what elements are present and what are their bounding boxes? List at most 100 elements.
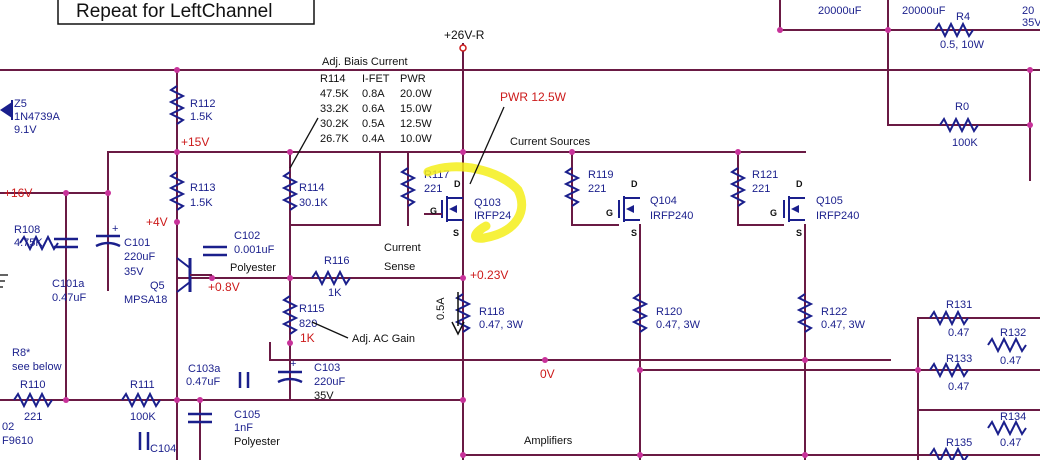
c104-capacitor: C104 xyxy=(138,432,176,455)
bias-heading: Adj. Biais Current xyxy=(322,56,408,68)
r116-ref: R116 xyxy=(324,255,349,267)
junction-dots xyxy=(63,27,1033,458)
svg-text:D: D xyxy=(454,179,461,189)
rail-zero: 0V xyxy=(540,367,555,381)
q104-mosfet: D G S Q104 IRFP240 xyxy=(572,179,693,238)
rail-labels: +15V +16V +4V +0.8V +0.23V 0V xyxy=(4,135,555,381)
top-cap-voltage: 35V xyxy=(1022,17,1040,29)
c102-capacitor: C102 0.001uF Polyester xyxy=(203,230,276,274)
rail-plus16: +16V xyxy=(4,186,32,200)
current-sources-label: Current Sources xyxy=(510,136,591,148)
bias-cell: 30.2K xyxy=(320,118,349,130)
r121-value: 221 xyxy=(752,183,770,195)
q5-part: MPSA18 xyxy=(124,294,167,306)
r122-ref: R122 xyxy=(821,306,847,318)
bias-table: Adj. Biais Current R114 I-FET PWR 47.5K … xyxy=(289,56,432,169)
r131-value: 0.47 xyxy=(948,327,969,339)
adj-ac-gain-label: Adj. AC Gain xyxy=(352,333,415,345)
r111-resistor: R111 100K xyxy=(121,379,161,423)
c101-voltage: 35V xyxy=(124,266,144,278)
r0-value: 100K xyxy=(952,137,978,149)
pwr-label: PWR 12.5W xyxy=(500,90,567,104)
amplifiers-label: Amplifiers xyxy=(524,435,573,447)
r132-value: 0.47 xyxy=(1000,355,1021,367)
zener-z5: Z5 1N4739A 9.1V xyxy=(0,98,61,136)
q5-ref: Q5 xyxy=(150,280,165,292)
svg-text:G: G xyxy=(606,208,613,218)
top-cap-bank: 20000uF 20000uF 20 35V R4 0.5, 10W R0 10… xyxy=(818,5,1040,149)
r135-resistor: R135 xyxy=(929,437,972,460)
c105-capacitor: C105 1nF Polyester xyxy=(188,409,280,448)
top-cap-3: 20 xyxy=(1022,5,1034,17)
r122-resistor: R122 0.47, 3W xyxy=(796,293,866,333)
r110-value: 221 xyxy=(24,411,42,423)
q105-part: IRFP240 xyxy=(816,210,859,222)
bias-cell: 33.2K xyxy=(320,103,349,115)
r4-value: 0.5, 10W xyxy=(940,39,985,51)
c104-ref: C104 xyxy=(150,443,176,455)
highlight-annotation: PWR 12.5W xyxy=(423,90,567,243)
sense-label: Sense xyxy=(384,261,415,273)
r8-ref: R8* xyxy=(12,347,31,359)
r108-value: 4.75K xyxy=(14,237,43,249)
bias-cell: 0.6A xyxy=(362,103,385,115)
c102-ref: C102 xyxy=(234,230,260,242)
r120-value: 0.47, 3W xyxy=(656,319,701,331)
c103a-capacitor: C103a 0.47uF xyxy=(186,363,250,388)
r108-ref: R108 xyxy=(14,224,40,236)
svg-text:G: G xyxy=(770,208,777,218)
svg-text:S: S xyxy=(453,228,459,238)
bias-cell: 26.7K xyxy=(320,133,349,145)
svg-text:S: S xyxy=(631,228,637,238)
title-text: Repeat for LeftChannel xyxy=(76,1,272,22)
bias-cell: 0.4A xyxy=(362,133,385,145)
z5-ref: Z5 xyxy=(14,98,27,110)
r118-resistor: R118 0.47, 3W xyxy=(454,293,524,333)
top-cap-2: 20000uF xyxy=(902,5,946,17)
supply-label: +26V-R xyxy=(444,28,485,42)
c101a-capacitor: C101a 0.47uF xyxy=(52,237,87,304)
rail-plus4: +4V xyxy=(146,215,168,229)
r113-ref: R113 xyxy=(190,182,215,194)
r117-value: 221 xyxy=(424,183,442,195)
bias-cell: 15.0W xyxy=(400,103,432,115)
r116-value: 1K xyxy=(328,287,342,299)
c103-voltage: 35V xyxy=(314,390,334,402)
edge-02-label: 02 xyxy=(2,421,14,433)
r133-value: 0.47 xyxy=(948,381,969,393)
bias-cell: 10.0W xyxy=(400,133,432,145)
r114-resistor: R114 30.1K xyxy=(281,171,328,211)
r115-resistor: R115 820 1K xyxy=(281,295,324,345)
q103-part: IRFP24 xyxy=(474,210,511,222)
r115-alt: 1K xyxy=(300,331,315,345)
q105-mosfet: D G S Q105 IRFP240 xyxy=(738,179,859,238)
r119-value: 221 xyxy=(588,183,606,195)
rail-plus08: +0.8V xyxy=(208,280,240,294)
c101-ref: C101 xyxy=(124,237,150,249)
r116-resistor: R116 1K xyxy=(311,255,351,299)
r118-ref: R118 xyxy=(479,306,504,318)
bias-cell: 0.8A xyxy=(362,88,385,100)
r131-resistor: R131 0.47 xyxy=(929,299,972,339)
svg-text:+: + xyxy=(290,358,296,370)
bias-cell: 47.5K xyxy=(320,88,349,100)
bias-cell: 0.5A xyxy=(362,118,385,130)
svg-text:G: G xyxy=(430,206,437,216)
current-05a-label: 0.5A xyxy=(435,297,447,320)
c101a-value: 0.47uF xyxy=(52,292,87,304)
bias-cell: 12.5W xyxy=(400,118,432,130)
q104-ref: Q104 xyxy=(650,195,677,207)
r134-value: 0.47 xyxy=(1000,437,1021,449)
misc-labels: Current Sources Current Sense Adj. AC Ga… xyxy=(0,136,591,447)
edge-f9610-label: F9610 xyxy=(2,435,33,447)
c103a-ref: C103a xyxy=(188,363,221,375)
svg-text:+: + xyxy=(112,223,118,235)
r133-ref: R133 xyxy=(946,353,972,365)
c103a-value: 0.47uF xyxy=(186,376,221,388)
r134-ref: R134 xyxy=(1000,411,1026,423)
q5-transistor: Q5 MPSA18 xyxy=(124,257,212,306)
bias-cell: 20.0W xyxy=(400,88,432,100)
current-label: Current xyxy=(384,242,421,254)
r113-resistor: R113 1.5K xyxy=(168,171,215,211)
rail-plus15: +15V xyxy=(181,135,209,149)
